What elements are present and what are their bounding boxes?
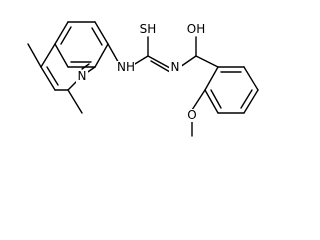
bond-aryl-5-inner	[210, 89, 222, 109]
thione-sulfur-label: SH	[140, 22, 157, 36]
bond-pyr-5-inner	[81, 63, 90, 70]
quinoline-n-bg	[76, 70, 88, 83]
carbonyl-oxygen-label: OH	[187, 22, 205, 36]
nh-left-bg	[117, 61, 135, 74]
molecule-structure: N NH SH N OH O	[27, 21, 259, 137]
quinoline-nitrogen-label: N	[78, 69, 87, 83]
bond-benzo-6	[54, 21, 69, 45]
bond-co-aryl	[195, 55, 219, 68]
bond-aryl-6	[204, 66, 219, 91]
carbonyl-o-bg	[187, 22, 205, 36]
bond-cs-n-1	[147, 55, 171, 69]
bond-cs-n-2	[150, 60, 171, 73]
bond-benzo-2	[94, 21, 109, 45]
bond-benzo-5	[54, 43, 69, 68]
bond-aryl-ome	[191, 89, 206, 111]
bond-aryl-3	[243, 89, 259, 114]
nh-right-label: N	[171, 60, 180, 74]
thione-s-bg	[139, 22, 157, 36]
bond-aryl-2	[243, 66, 259, 91]
methoxy-oxygen-label: O	[187, 108, 196, 122]
bond-benzo-3	[94, 43, 109, 68]
bond-methyl-c2	[67, 89, 83, 114]
bond-pyr-2-inner	[46, 66, 59, 86]
methoxy-o-bg	[186, 109, 198, 122]
bond-methyl-c4	[27, 43, 42, 68]
nh-right-bg	[169, 61, 182, 74]
bond-pyr-2	[40, 66, 56, 91]
nh-left-label: NH	[117, 60, 135, 74]
bond-aryl-3-inner	[240, 89, 253, 109]
bond-benzo-2-inner	[91, 27, 103, 46]
bond-n-co	[179, 55, 197, 68]
bond-benzo-6-inner	[60, 26, 72, 45]
bond-pyr-1	[40, 43, 56, 68]
bond-aryl-5	[204, 89, 219, 114]
